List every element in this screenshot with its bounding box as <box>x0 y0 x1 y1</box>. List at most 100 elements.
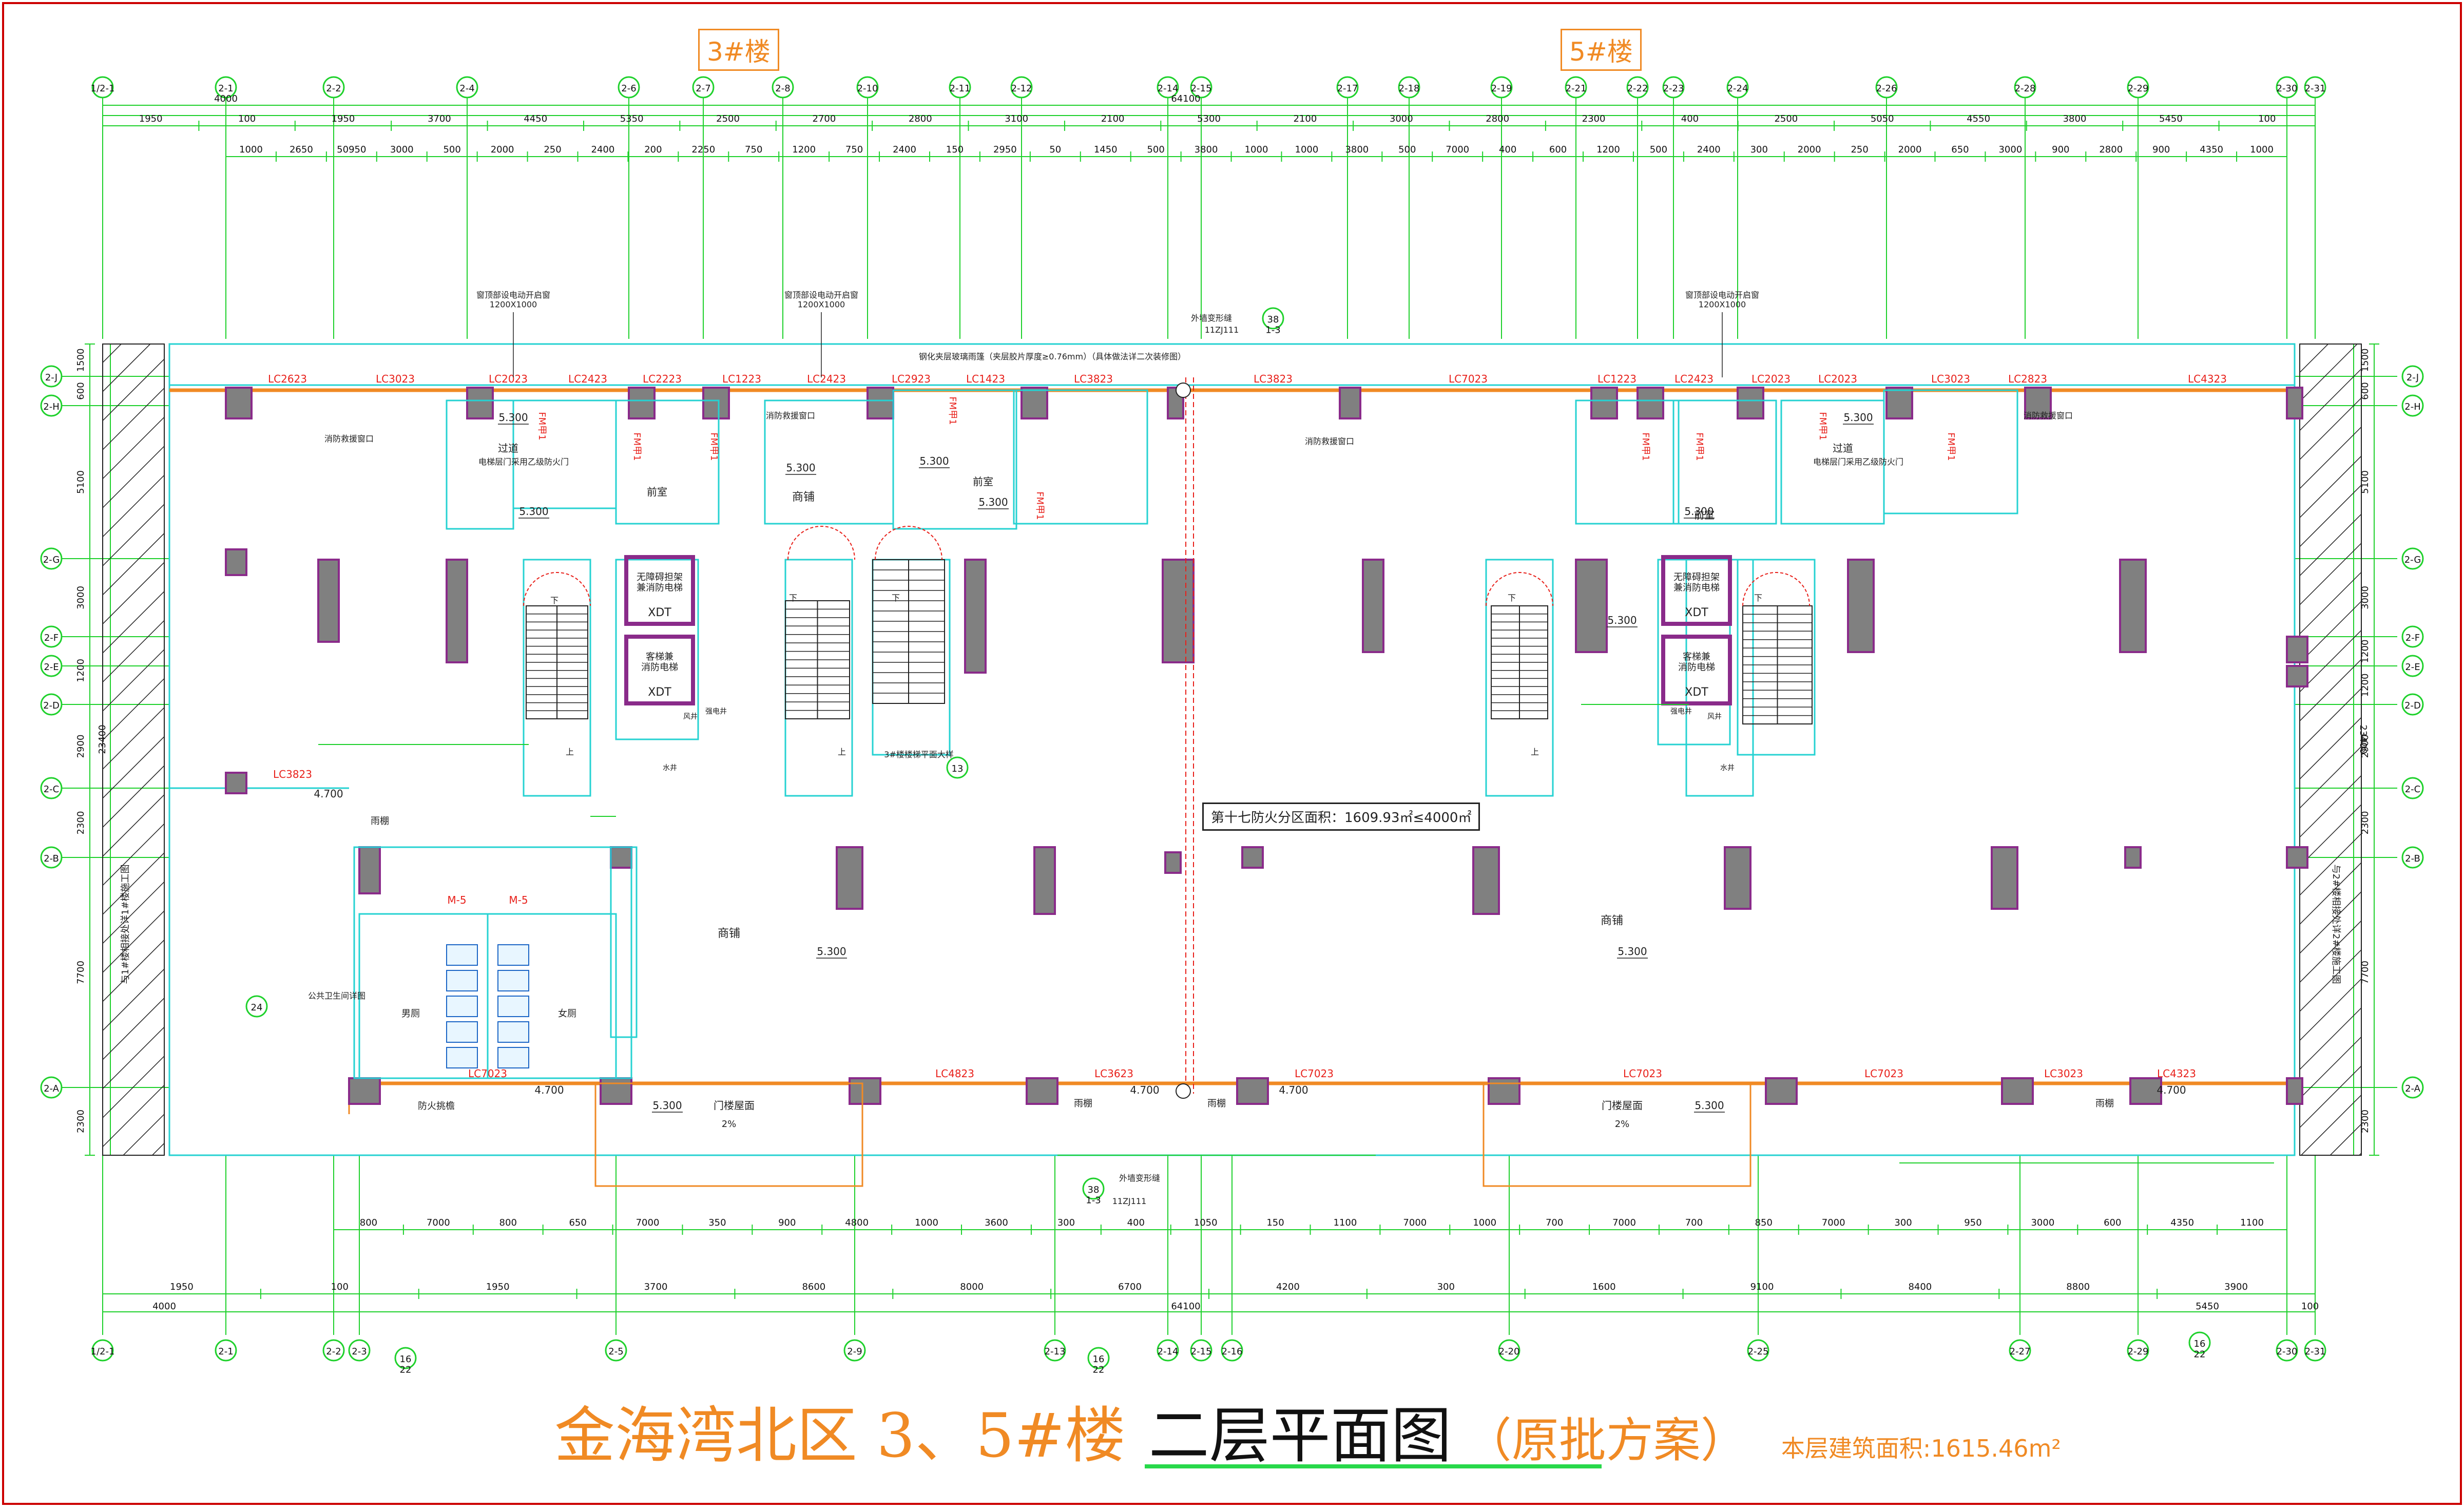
dim-top-row3-text-0: 1000 <box>239 144 263 155</box>
axis-bubble-right-5-label: 2-D <box>2404 700 2421 711</box>
dim-top-row3-text-3: 3000 <box>390 144 414 155</box>
axis-bubble-bottom-7-label: 2-14 <box>1158 1346 1179 1357</box>
dim-top-row3-text-17: 1450 <box>1094 144 1118 155</box>
column-38 <box>600 1077 632 1105</box>
dim-bottom-row1-text-4: 7000 <box>636 1217 660 1228</box>
level-5300-4: 5.300 <box>519 505 548 518</box>
dim-top-row3-text-1: 2650 <box>290 144 313 155</box>
dim-bottom-row1-text-14: 1100 <box>1334 1217 1357 1228</box>
column-3 <box>702 387 730 419</box>
dim-top-row3-text-2: 50950 <box>337 144 366 155</box>
dim-top-row2-text-10: 2100 <box>1101 113 1125 124</box>
dim-bottom-row1-text-9: 3600 <box>985 1217 1008 1228</box>
window-tag-top-13: LC2423 <box>1674 373 1714 385</box>
dim-top-row2-text-2: 1950 <box>332 113 355 124</box>
axis-bubble-right-3 <box>2401 625 2424 648</box>
toilet-stall-male-2 <box>446 996 478 1017</box>
axis-bubble-right-6-label: 2-C <box>2405 784 2421 795</box>
room-shop-label-1: 商铺 <box>718 927 740 940</box>
dim-bottom-row2-text-12: 8800 <box>2066 1282 2090 1292</box>
dim-left-text-1: 600 <box>75 382 86 399</box>
canopy-label-0: 雨棚 <box>371 816 389 827</box>
dim-bottom-row2-text-1: 100 <box>331 1282 349 1292</box>
axis-bubble-bottom-3 <box>348 1339 371 1362</box>
level-5300-1: 5.300 <box>786 462 815 474</box>
fire-door-0: FM甲1 <box>536 412 547 440</box>
detail-bubble-1 <box>1087 1347 1110 1369</box>
axis-bubble-top-6-label: 2-8 <box>775 83 790 94</box>
dim-left-text-4: 1200 <box>75 659 86 682</box>
dim-bottom-row2-text-13: 3900 <box>2224 1282 2248 1292</box>
fire-door-4: FM甲1 <box>1034 491 1045 520</box>
stair-detail-bubble-label: 13 <box>952 763 964 774</box>
arc-3b <box>787 526 855 560</box>
axis-bubble-top-5-label: 2-7 <box>696 83 710 94</box>
axis-bubble-left-2-label: 2-G <box>43 555 60 565</box>
dim-bottom-row2-text-9: 1600 <box>1592 1282 1616 1292</box>
core-wall-5 <box>1013 389 1148 525</box>
dim-bottom-row1-text-16: 1000 <box>1473 1217 1496 1228</box>
dim-top-row3-text-14: 150 <box>946 144 964 155</box>
dim-top-row3-text-35: 3000 <box>1998 144 2022 155</box>
column-36 <box>2286 846 2308 869</box>
dim-top-row3-text-38: 900 <box>2152 144 2170 155</box>
glass-canopy-note: 钢化夹层玻璃雨篷（夹层胶片厚度≥0.76mm）（具体做法详二次装修图） <box>919 352 1186 361</box>
column-0 <box>225 387 253 419</box>
dim-bottom-row1-text-27: 1100 <box>2240 1217 2264 1228</box>
dim-bottom-row1-text-6: 900 <box>778 1217 796 1228</box>
dim-top-row3-text-23: 500 <box>1398 144 1416 155</box>
stair-up-2: 上 <box>1531 747 1539 757</box>
axis-bubble-left-1 <box>40 394 63 417</box>
axis-bubble-top-20 <box>2014 76 2036 99</box>
dim-top-row2-text-14: 2800 <box>1486 113 1509 124</box>
arc-3a <box>523 572 591 606</box>
stair-down-3: 下 <box>1508 593 1516 603</box>
party-wall-right <box>2299 343 2362 1156</box>
axis-bubble-left-8-label: 2-A <box>44 1083 60 1094</box>
dim-top-row3-text-12: 750 <box>845 144 863 155</box>
dim-bottom-row1-text-19: 700 <box>1685 1217 1703 1228</box>
column-17 <box>964 559 987 674</box>
column-24 <box>2286 665 2308 687</box>
axis-bubble-top-5 <box>692 76 715 99</box>
axis-bubble-left-6 <box>40 777 63 799</box>
axis-bubble-left-7 <box>40 846 63 869</box>
detail-bubble-2 <box>2188 1331 2211 1354</box>
dim-bottom-row1-text-3: 650 <box>569 1217 586 1228</box>
dim-top-row2-text-4: 4450 <box>524 113 547 124</box>
window-tag-top-12: LC1223 <box>1597 373 1637 385</box>
wc-detail-bubble-label: 24 <box>251 1002 263 1013</box>
fire-door-3: FM甲1 <box>947 396 958 425</box>
core-wall-13 <box>1485 559 1554 797</box>
door-canopy-roof-5: 门楼屋面 <box>1602 1099 1643 1112</box>
column-31 <box>1241 846 1264 869</box>
window-tag-bottom-4: LC7023 <box>1623 1067 1662 1080</box>
slope-3: 2% <box>722 1119 737 1130</box>
dim-left-text-7: 7700 <box>75 961 86 984</box>
column-28 <box>836 846 863 910</box>
core-wall-10 <box>523 559 591 797</box>
column-4 <box>867 387 894 419</box>
elevator-fire-5-xdt: XDT <box>1685 606 1708 619</box>
dim-top-row3-text-13: 2400 <box>893 144 916 155</box>
shaft-label-4: 水井 <box>1720 764 1735 772</box>
axis-bubble-right-2-label: 2-G <box>2404 555 2421 565</box>
axis-bubble-bottom-2 <box>322 1339 345 1362</box>
canopy-label-2: 雨棚 <box>1207 1098 1226 1109</box>
window-tag-top-11: LC7023 <box>1449 373 1488 385</box>
axis-bubble-left-8 <box>40 1076 63 1099</box>
level-4700-4: 4.700 <box>2157 1084 2186 1096</box>
building-tag-5: 5#楼 <box>1561 29 1642 71</box>
toilet-stall-female-4 <box>497 1047 529 1068</box>
axis-bubble-bottom-5-label: 2-9 <box>847 1346 862 1357</box>
axis-bubble-top-12 <box>1336 76 1359 99</box>
dim-top-row3-text-39: 4350 <box>2200 144 2223 155</box>
axis-bubble-top-8-label: 2-11 <box>950 83 971 94</box>
dim-top-row2-text-6: 2500 <box>716 113 740 124</box>
room-front-label-0: 前室 <box>647 486 667 498</box>
